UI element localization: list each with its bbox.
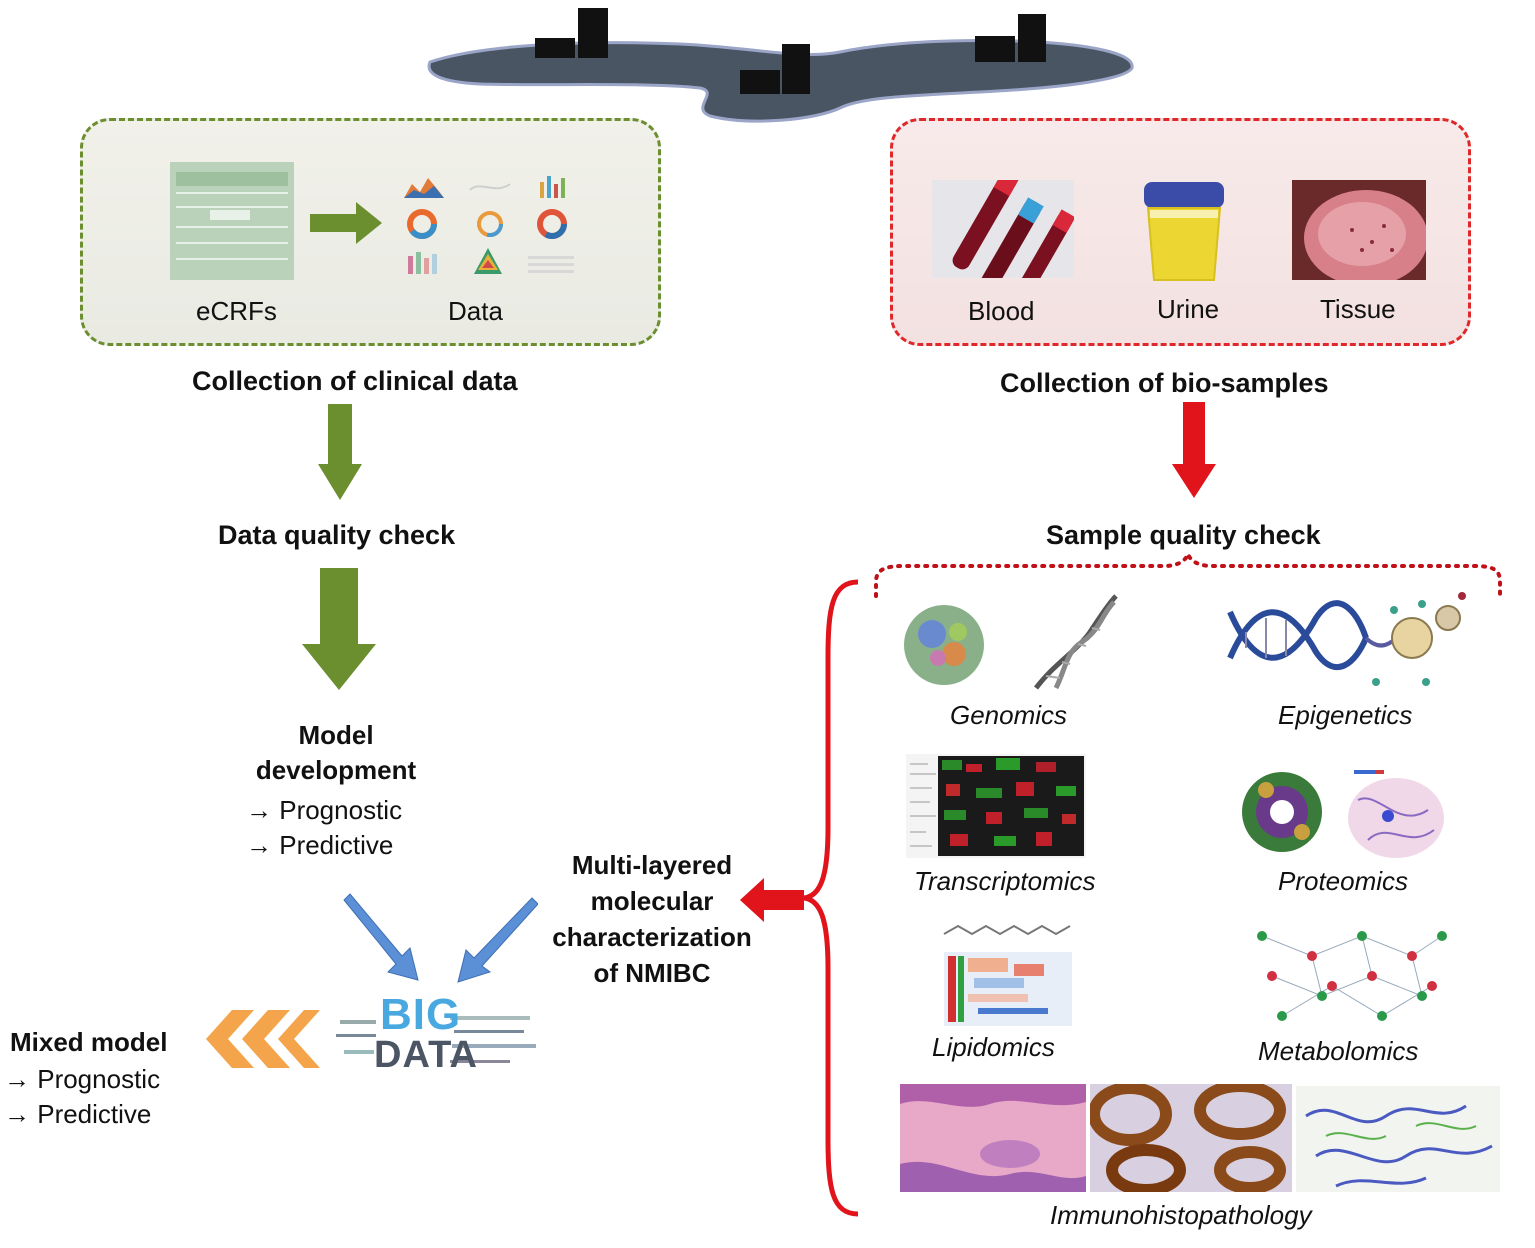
clinical-data-title: Collection of clinical data [192, 366, 518, 396]
epigenetics-label: Epigenetics [1278, 700, 1413, 730]
dotted-brace [874, 552, 1502, 598]
biosamples-title: Collection of bio-samples [1000, 368, 1329, 398]
blood-tubes-image [932, 180, 1074, 278]
data-word: DATA [374, 1034, 478, 1076]
data-charts-image [400, 170, 582, 282]
ecrfs-label: eCRFs [196, 296, 277, 326]
blue-arrow-right [457, 897, 538, 983]
molecular-line-2: molecular [590, 886, 714, 916]
sample-quality-check-label: Sample quality check [1046, 520, 1321, 550]
proteomics-image [1238, 760, 1450, 862]
mixed-item-predictive: → Predictive [4, 1099, 152, 1129]
lipidomics-image [934, 916, 1076, 1030]
molecular-line-1: Multi-layered [571, 850, 733, 880]
hospital-icon [975, 14, 1046, 62]
orange-chevrons-icon [206, 1010, 320, 1068]
ecrf-form-image [170, 162, 294, 280]
data-quality-check-label: Data quality check [218, 520, 456, 550]
red-left-arrow [740, 878, 804, 922]
model-title-line1: Model [298, 720, 374, 750]
urine-label: Urine [1157, 294, 1220, 324]
tissue-image [1292, 180, 1426, 280]
molecular-line-4: of NMIBC [593, 958, 711, 988]
histology-ihc-fluor-image [1296, 1086, 1500, 1192]
histology-ihc-brown-image [1090, 1084, 1292, 1192]
metabolomics-network-image [1252, 916, 1450, 1026]
transcriptomics-label: Transcriptomics [914, 866, 1096, 896]
mixed-item-prognostic: → Prognostic [4, 1064, 161, 1094]
lipidomics-label: Lipidomics [932, 1032, 1055, 1062]
genomics-protein-image [892, 598, 996, 692]
histology-he-image [900, 1084, 1086, 1192]
hospital-icon [535, 8, 608, 58]
model-item-prognostic: → Prognostic [246, 795, 403, 825]
big-data-wordcloud: BIG DATA [330, 990, 542, 1086]
metabolomics-label: Metabolomics [1258, 1036, 1419, 1066]
red-curly-brace [803, 579, 859, 1217]
big-word: BIG [380, 990, 462, 1039]
blue-arrow-left [343, 893, 419, 981]
urine-cup-image [1140, 180, 1228, 284]
mixed-model-title: Mixed model [10, 1027, 168, 1057]
hospital-network-map [427, 8, 1134, 123]
model-item-predictive: → Predictive [246, 830, 394, 860]
model-title-line2: development [255, 755, 417, 785]
immunohistopathology-label: Immunohistopathology [1050, 1200, 1312, 1230]
down-arrow-clinical-1 [318, 404, 362, 500]
tissue-label: Tissue [1320, 294, 1396, 324]
data-label: Data [448, 296, 503, 326]
blood-label: Blood [968, 296, 1035, 326]
epigenetics-image [1227, 592, 1466, 686]
transcriptomics-heatmap-image [906, 754, 1086, 858]
genomics-label: Genomics [950, 700, 1068, 730]
molecular-line-3: characterization [552, 922, 752, 952]
down-arrow-biosamples [1172, 402, 1216, 498]
hospital-icon [740, 44, 810, 94]
proteomics-label: Proteomics [1278, 866, 1409, 896]
dna-helix-image [1034, 594, 1118, 690]
ecrf-to-data-arrow [310, 202, 382, 244]
down-arrow-clinical-2 [302, 568, 376, 690]
